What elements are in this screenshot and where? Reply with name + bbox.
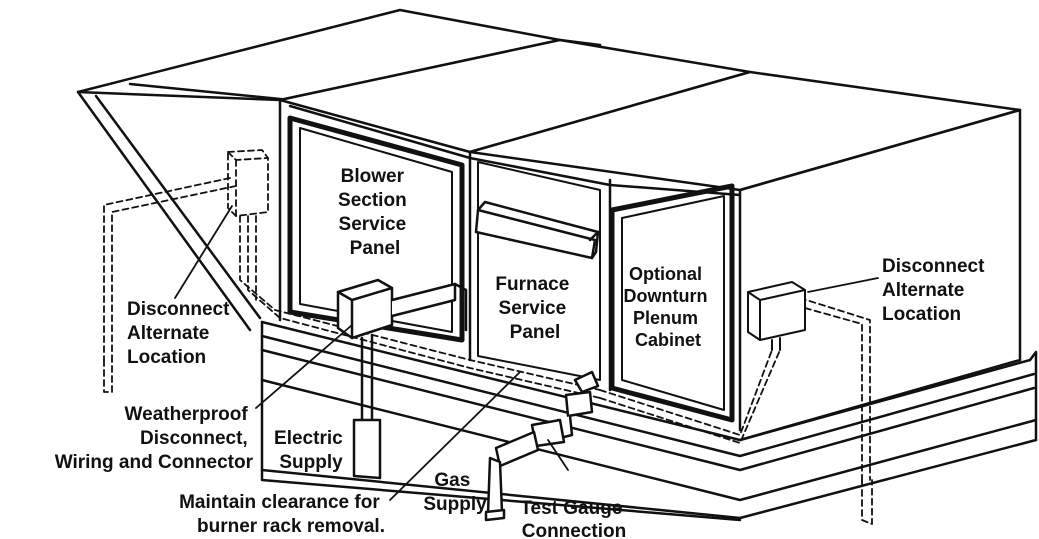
label-line: Supply [423,494,487,515]
label-line: Blower [341,166,405,187]
diagram-labels: Blower Section Service Panel Furnace Ser… [55,166,990,539]
unit-roof [278,38,1022,197]
label-clearance: Maintain clearance for burner rack remov… [179,492,385,537]
label-line: Location [882,304,961,325]
label-line: Test Gauge [520,498,622,519]
downturn-plenum-panel [609,183,735,423]
gas-supply-pipe [484,370,600,522]
label-disconnect-right: Disconnect Alternate Location [882,256,990,325]
label-line: Panel [350,238,401,259]
label-line: Location [127,347,206,368]
label-line: Electric [274,428,343,449]
alternate-wiring-paths [103,149,873,525]
label-line: Alternate [882,280,964,301]
label-line: Weatherproof [125,404,249,425]
blower-service-panel [287,115,465,343]
label-line: Plenum [633,308,698,328]
label-line: Service [499,298,567,319]
leader-lines [174,205,879,501]
label-line: Alternate [127,323,209,344]
label-line: Gas [434,470,470,491]
label-electric-supply: Electric Supply [274,428,348,473]
label-downturn-plenum: Optional Downturn Plenum Cabinet [624,264,713,350]
label-line: burner rack removal. [197,516,385,537]
label-line: Wiring and Connector [55,452,254,473]
right-disconnect-box [747,281,806,351]
label-line: Maintain clearance for [179,492,380,513]
label-disconnect-left: Disconnect Alternate Location [127,299,235,368]
label-gas-supply: Gas Supply [423,470,487,515]
label-line: Disconnect [127,299,230,320]
label-line: Downturn [624,286,708,306]
label-line: Disconnect, [140,428,248,449]
label-test-gauge: Test Gauge Connection [520,498,627,539]
label-line: Optional [629,264,702,284]
label-line: Disconnect [882,256,985,277]
label-line: Connection [522,521,627,539]
unit-front-face [278,98,1022,442]
weatherproof-disconnect [336,278,468,480]
label-line: Panel [510,322,561,343]
label-blower-service-panel: Blower Section Service Panel [338,166,412,259]
label-line: Section [338,190,407,211]
label-line: Supply [279,452,343,473]
label-line: Furnace [495,274,569,295]
label-furnace-service-panel: Furnace Service Panel [495,274,574,343]
label-line: Service [339,214,407,235]
label-weatherproof: Weatherproof Disconnect, Wiring and Conn… [55,404,254,473]
furnace-service-panel [474,161,601,381]
intake-hood [76,8,562,332]
label-line: Cabinet [635,330,701,350]
